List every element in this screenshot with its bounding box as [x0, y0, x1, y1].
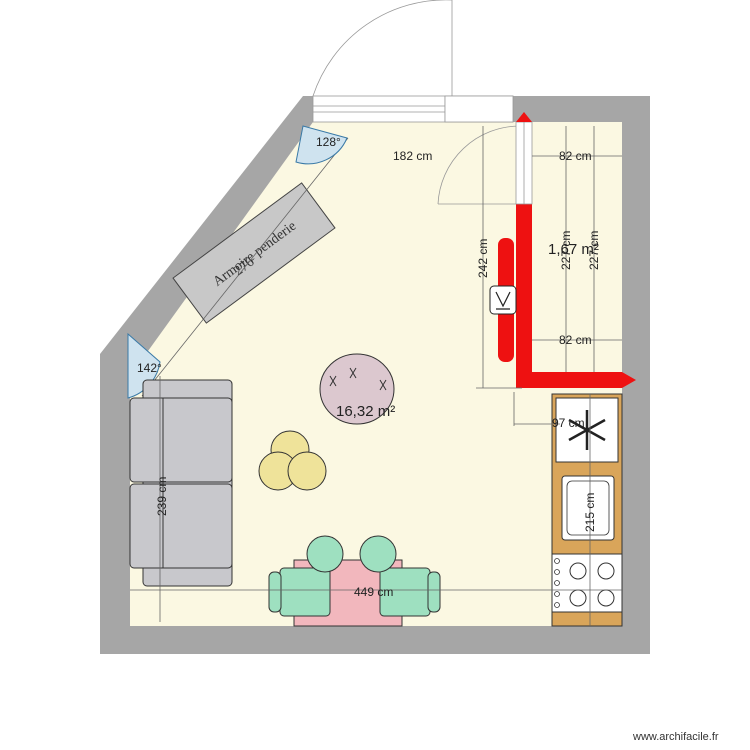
stove	[551, 553, 623, 613]
watermark: www.archifacile.fr	[632, 731, 719, 743]
wardrobe-dim-line	[141, 137, 349, 397]
dining-set	[268, 535, 441, 627]
exterior-door-arc	[312, 0, 452, 97]
dim-side-bottom: 82 cm	[559, 333, 592, 347]
dim-top-width: 182 cm	[393, 149, 432, 163]
kitchen-counter	[551, 393, 623, 627]
stove-knobs	[554, 558, 560, 608]
dimension-labels: 182 cm 82 cm 82 cm 227 cm 227 cm 242 cm …	[155, 149, 601, 599]
dim-left-wall: 239 cm	[155, 477, 169, 516]
main-room-area: 16,32 m²	[336, 403, 395, 420]
side-room-area: 1,67 m²	[548, 241, 599, 258]
left-door-angle-label: 142°	[137, 361, 162, 375]
dim-kitchen-offset: 97 cm	[552, 416, 585, 430]
top-door-angle: 128°	[295, 125, 348, 165]
dimension-lines	[130, 126, 622, 626]
partition	[515, 112, 636, 388]
top-window	[312, 95, 514, 123]
interior-door-arc	[437, 125, 521, 205]
dim-side-height-a: 227 cm	[559, 231, 573, 270]
top-door-angle-label: 128°	[316, 135, 341, 149]
stools	[258, 430, 327, 491]
snowflake-icon	[568, 410, 606, 450]
dim-partition-height: 242 cm	[476, 239, 490, 278]
dim-side-height-b: 227 cm	[587, 231, 601, 270]
pouf	[319, 353, 395, 425]
radiator	[489, 238, 517, 362]
dim-side-top: 82 cm	[559, 149, 592, 163]
sofa	[129, 379, 233, 587]
dim-kitchen-length: 215 cm	[583, 493, 597, 532]
dim-bottom-width: 449 cm	[354, 585, 393, 599]
sink	[561, 475, 615, 541]
